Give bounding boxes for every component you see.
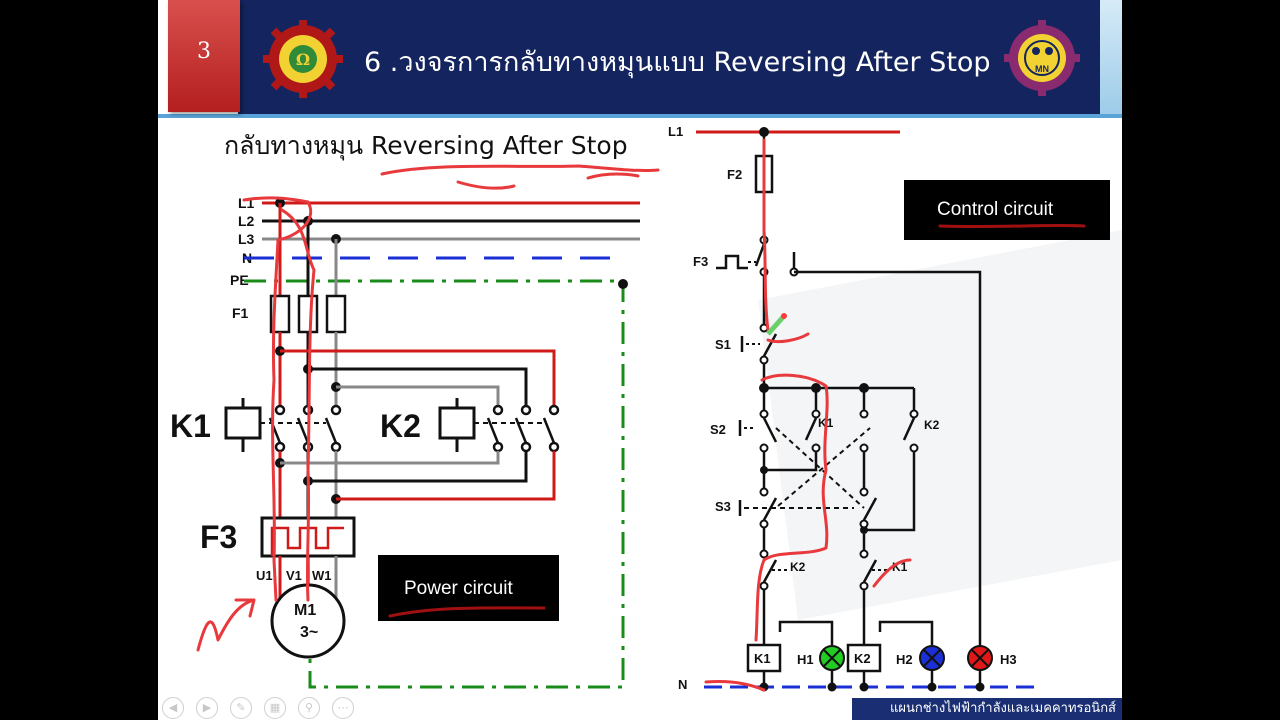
slide-header: 3 Ω 6 .วงจรการกลับทางหมุนแบบ Reversing A… — [158, 0, 1122, 118]
coil-k2-label: K2 — [854, 651, 871, 666]
previous-icon[interactable]: ◀ — [162, 697, 184, 719]
reversing-circuit-diagram: กลับทางหมุน Reversing After Stop L1 L2 L… — [170, 124, 1122, 692]
bus-pe — [244, 279, 625, 689]
label-k1: K1 — [170, 408, 211, 444]
more-icon[interactable]: ⋯ — [332, 697, 354, 719]
label-f3: F3 — [200, 519, 237, 555]
pen-icon[interactable]: ✎ — [230, 697, 252, 719]
k1-coil-symbol — [224, 406, 262, 440]
lamp-h3-label: H3 — [1000, 652, 1017, 667]
power-circuit-box — [378, 555, 559, 621]
motor-label: M1 — [294, 602, 316, 619]
header-accent — [1100, 0, 1122, 116]
label-l3: L3 — [238, 231, 255, 247]
department-footer: แผนกช่างไฟฟ้ากำลังและเมคคาทรอนิกส์ — [852, 698, 1122, 720]
ctrl-label-n: N — [678, 677, 687, 692]
terminal-w1: W1 — [312, 568, 332, 583]
label-l2: L2 — [238, 213, 255, 229]
control-circuit: L1 F2 F3 S1 — [668, 124, 1110, 692]
lamp-h1-label: H1 — [797, 652, 814, 667]
title-band — [238, 0, 1100, 116]
svg-text:MN: MN — [1035, 64, 1049, 74]
terminal-u1: U1 — [256, 568, 273, 583]
svg-text:Ω: Ω — [296, 50, 310, 69]
k2-coil-symbol — [438, 406, 476, 440]
label-k2: K2 — [380, 408, 421, 444]
slide: 3 Ω 6 .วงจรการกลับทางหมุนแบบ Reversing A… — [158, 0, 1122, 720]
ctrl-label-s2: S2 — [710, 422, 726, 437]
ctrl-label-f2: F2 — [727, 167, 742, 182]
pen-annotations — [196, 138, 1086, 692]
diagram-subtitle: กลับทางหมุน Reversing After Stop — [224, 131, 628, 161]
zoom-icon[interactable]: ⚲ — [298, 697, 320, 719]
electrical-dept-logo-icon: Ω — [263, 20, 343, 98]
terminal-v1: V1 — [286, 568, 302, 583]
ctrl-label-s3: S3 — [715, 499, 731, 514]
header-stripe — [158, 114, 1122, 118]
label-pe: PE — [230, 272, 249, 288]
fuse-f1-3 — [325, 294, 347, 334]
ctrl-label-k2-hold: K2 — [924, 418, 940, 432]
ctrl-label-s1: S1 — [715, 337, 731, 352]
fuse-f1-2 — [297, 294, 319, 334]
lamp-h2-label: H2 — [896, 652, 913, 667]
slides-icon[interactable]: ▦ — [264, 697, 286, 719]
mechatronics-logo-icon: MN — [1004, 20, 1080, 96]
slide-title: 6 .วงจรการกลับทางหมุนแบบ Reversing After… — [364, 47, 991, 78]
ctrl-label-l1: L1 — [668, 124, 683, 139]
control-circuit-label: Control circuit — [937, 199, 1054, 220]
motor-phase: 3~ — [300, 624, 318, 641]
pen-cursor-icon — [766, 313, 787, 336]
power-circuit-label: Power circuit — [404, 578, 513, 599]
control-circuit-box — [904, 180, 1110, 240]
slide-number: 3 — [168, 0, 240, 112]
ctrl-label-k2-interlock: K2 — [790, 560, 806, 574]
ctrl-label-f3: F3 — [693, 254, 708, 269]
label-f1: F1 — [232, 305, 249, 321]
next-icon[interactable]: ▶ — [196, 697, 218, 719]
coil-k1-label: K1 — [754, 651, 771, 666]
